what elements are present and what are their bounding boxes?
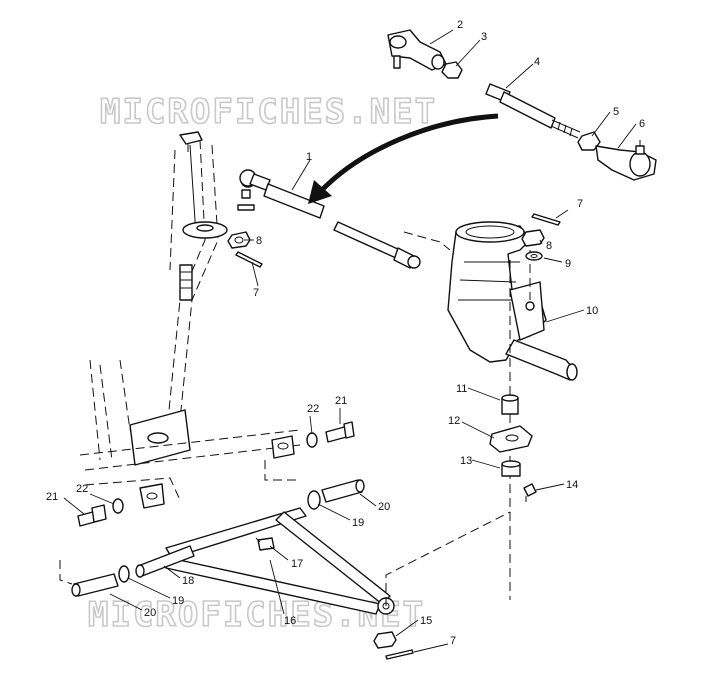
callout-numbers: 2 3 4 5 6 1 7 8 8 9 7 10 11 12 13 14 22 … (46, 19, 645, 647)
part-7-cotter-pin-bottom (385, 649, 414, 660)
callout-8-left: 8 (256, 235, 262, 247)
part-15-nut (373, 631, 397, 649)
callout-10: 10 (586, 305, 598, 317)
part-8-nut-right (521, 229, 545, 247)
part-10-spindle (447, 221, 578, 381)
part-13-ball-joint (501, 460, 521, 477)
callout-2: 2 (457, 19, 463, 31)
part-21-bolt-upper (325, 421, 355, 443)
part-5-jam-nut (577, 131, 601, 151)
callout-7-left: 7 (253, 287, 259, 299)
callout-13: 13 (460, 455, 472, 467)
frame-crossmember (79, 409, 301, 509)
watermark-bottom: MICROFICHES.NET (88, 595, 425, 635)
callout-14: 14 (566, 479, 578, 491)
part-3-jam-nut (441, 61, 463, 79)
part-21-bolt-lower (77, 504, 107, 527)
callout-21-upper: 21 (335, 395, 347, 407)
part-4-adjuster-rod (485, 83, 581, 139)
part-19-washer-upper (307, 490, 321, 510)
part-9-washer (525, 251, 543, 261)
part-20-pin-upper (321, 479, 365, 503)
callout-20-lower: 20 (144, 607, 156, 619)
callout-1: 1 (306, 151, 312, 163)
callout-18: 18 (182, 575, 194, 587)
callout-6: 6 (639, 118, 645, 130)
watermark-top: MICROFICHES.NET (100, 92, 437, 132)
callout-7-right: 7 (577, 198, 583, 210)
callout-5: 5 (613, 106, 619, 118)
callout-12: 12 (448, 415, 460, 427)
callout-8-right: 8 (546, 240, 552, 252)
assembly-direction-arrow (308, 113, 499, 204)
part-20-pin-lower (71, 573, 119, 597)
callout-22-upper: 22 (307, 403, 319, 415)
callout-9: 9 (565, 258, 571, 270)
lower-pin-guide (59, 560, 73, 585)
callout-19-lower: 19 (172, 595, 184, 607)
part-19-washer-lower (118, 565, 130, 583)
upper-pin-guide (264, 460, 300, 481)
part-7-cotter-pin-right (531, 213, 561, 226)
callout-16: 16 (284, 615, 296, 627)
callout-19-upper: 19 (352, 517, 364, 529)
tie-rod-to-spindle-guide (403, 231, 451, 251)
callout-15: 15 (420, 615, 432, 627)
callout-7-bottom: 7 (450, 635, 456, 647)
steering-post-outline (89, 139, 219, 461)
part-11-bushing (501, 394, 519, 415)
part-22-washer-lower (112, 498, 124, 514)
part-1-tie-rod (239, 169, 421, 269)
part-22-washer-upper (306, 432, 318, 448)
callout-22-lower: 22 (76, 483, 88, 495)
part-17-bolt (255, 537, 275, 551)
part-6-tie-rod-end (595, 140, 657, 181)
steering-arm-bracket (179, 131, 228, 301)
part-18-bushing-tube (135, 545, 195, 578)
callout-11: 11 (456, 383, 467, 395)
callout-3: 3 (481, 31, 487, 43)
part-16-a-arm (165, 507, 511, 615)
callout-4: 4 (534, 56, 540, 68)
callout-20-upper: 20 (378, 501, 390, 513)
part-12-plate (489, 425, 533, 453)
part-14-grease-fitting (523, 483, 537, 502)
part-8-nut-left (227, 231, 251, 249)
part-2-tie-rod-end (387, 29, 447, 71)
part-7-cotter-pin-left (235, 251, 263, 268)
callout-21-lower: 21 (46, 491, 58, 503)
callout-17: 17 (291, 558, 303, 570)
leader-lines (63, 29, 637, 653)
